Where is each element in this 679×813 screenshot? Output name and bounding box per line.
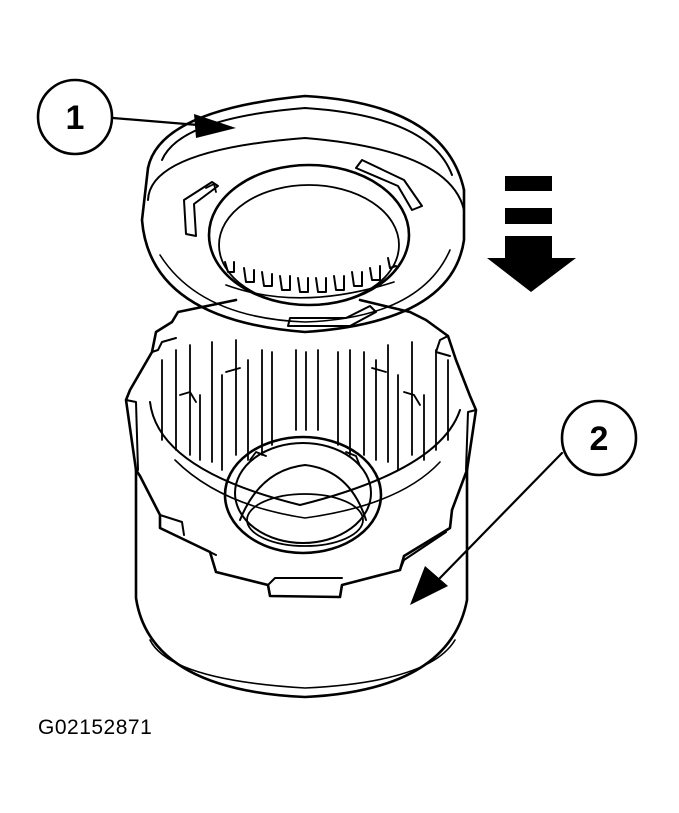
ring-top-rim: [161, 107, 453, 176]
ring-bore-teeth: [224, 257, 397, 299]
ring-slot-right: [355, 159, 423, 211]
callout-1-circle: [36, 78, 114, 156]
callout-2-arrowhead: [410, 566, 448, 605]
drum-hub-notches: [249, 451, 361, 467]
drum-rim-tabs: [159, 514, 447, 586]
callout-1-leader: [111, 116, 200, 127]
callout-2: 2: [410, 399, 638, 605]
ring-face-edge: [147, 137, 465, 211]
drum-rim-back: [124, 298, 478, 472]
ring-slot-left: [183, 181, 219, 237]
figure-id: G02152871: [38, 716, 153, 739]
callout-2-leader: [438, 451, 564, 580]
ring-lower-face: [159, 249, 451, 323]
drum-inner-wall-2: [174, 459, 441, 519]
clutch-drum: [124, 298, 478, 699]
drum-rim-front: [134, 468, 469, 599]
callout-2-label: 2: [590, 420, 609, 458]
ring-outer-side: [140, 166, 466, 334]
drum-internal-splines: [161, 339, 449, 471]
drum-top-tab-right: [435, 335, 451, 357]
callout-1-label: 1: [66, 99, 85, 137]
callout-2-circle: [560, 399, 638, 477]
drum-hub-ring: [234, 442, 372, 544]
ring-plate: [140, 94, 466, 334]
drum-side-tab-left: [125, 399, 139, 471]
downward-arrow-icon: [487, 176, 576, 292]
ring-bore-inner: [218, 184, 400, 306]
callout-1: 1: [36, 78, 236, 156]
drum-inner-wall: [149, 401, 461, 506]
callout-1-arrowhead: [194, 114, 236, 138]
drum-top-tab-left: [151, 337, 177, 353]
drum-hub-outer: [223, 435, 383, 555]
drum-hub-bore: [239, 464, 367, 521]
ring-outer-top: [146, 94, 466, 192]
drum-body-outline: [134, 468, 469, 699]
ring-small-mark: [205, 183, 217, 193]
drum-side-tab-right: [465, 409, 477, 471]
drum-hub-floor: [246, 493, 364, 547]
drum-bottom-edge: [149, 639, 456, 689]
